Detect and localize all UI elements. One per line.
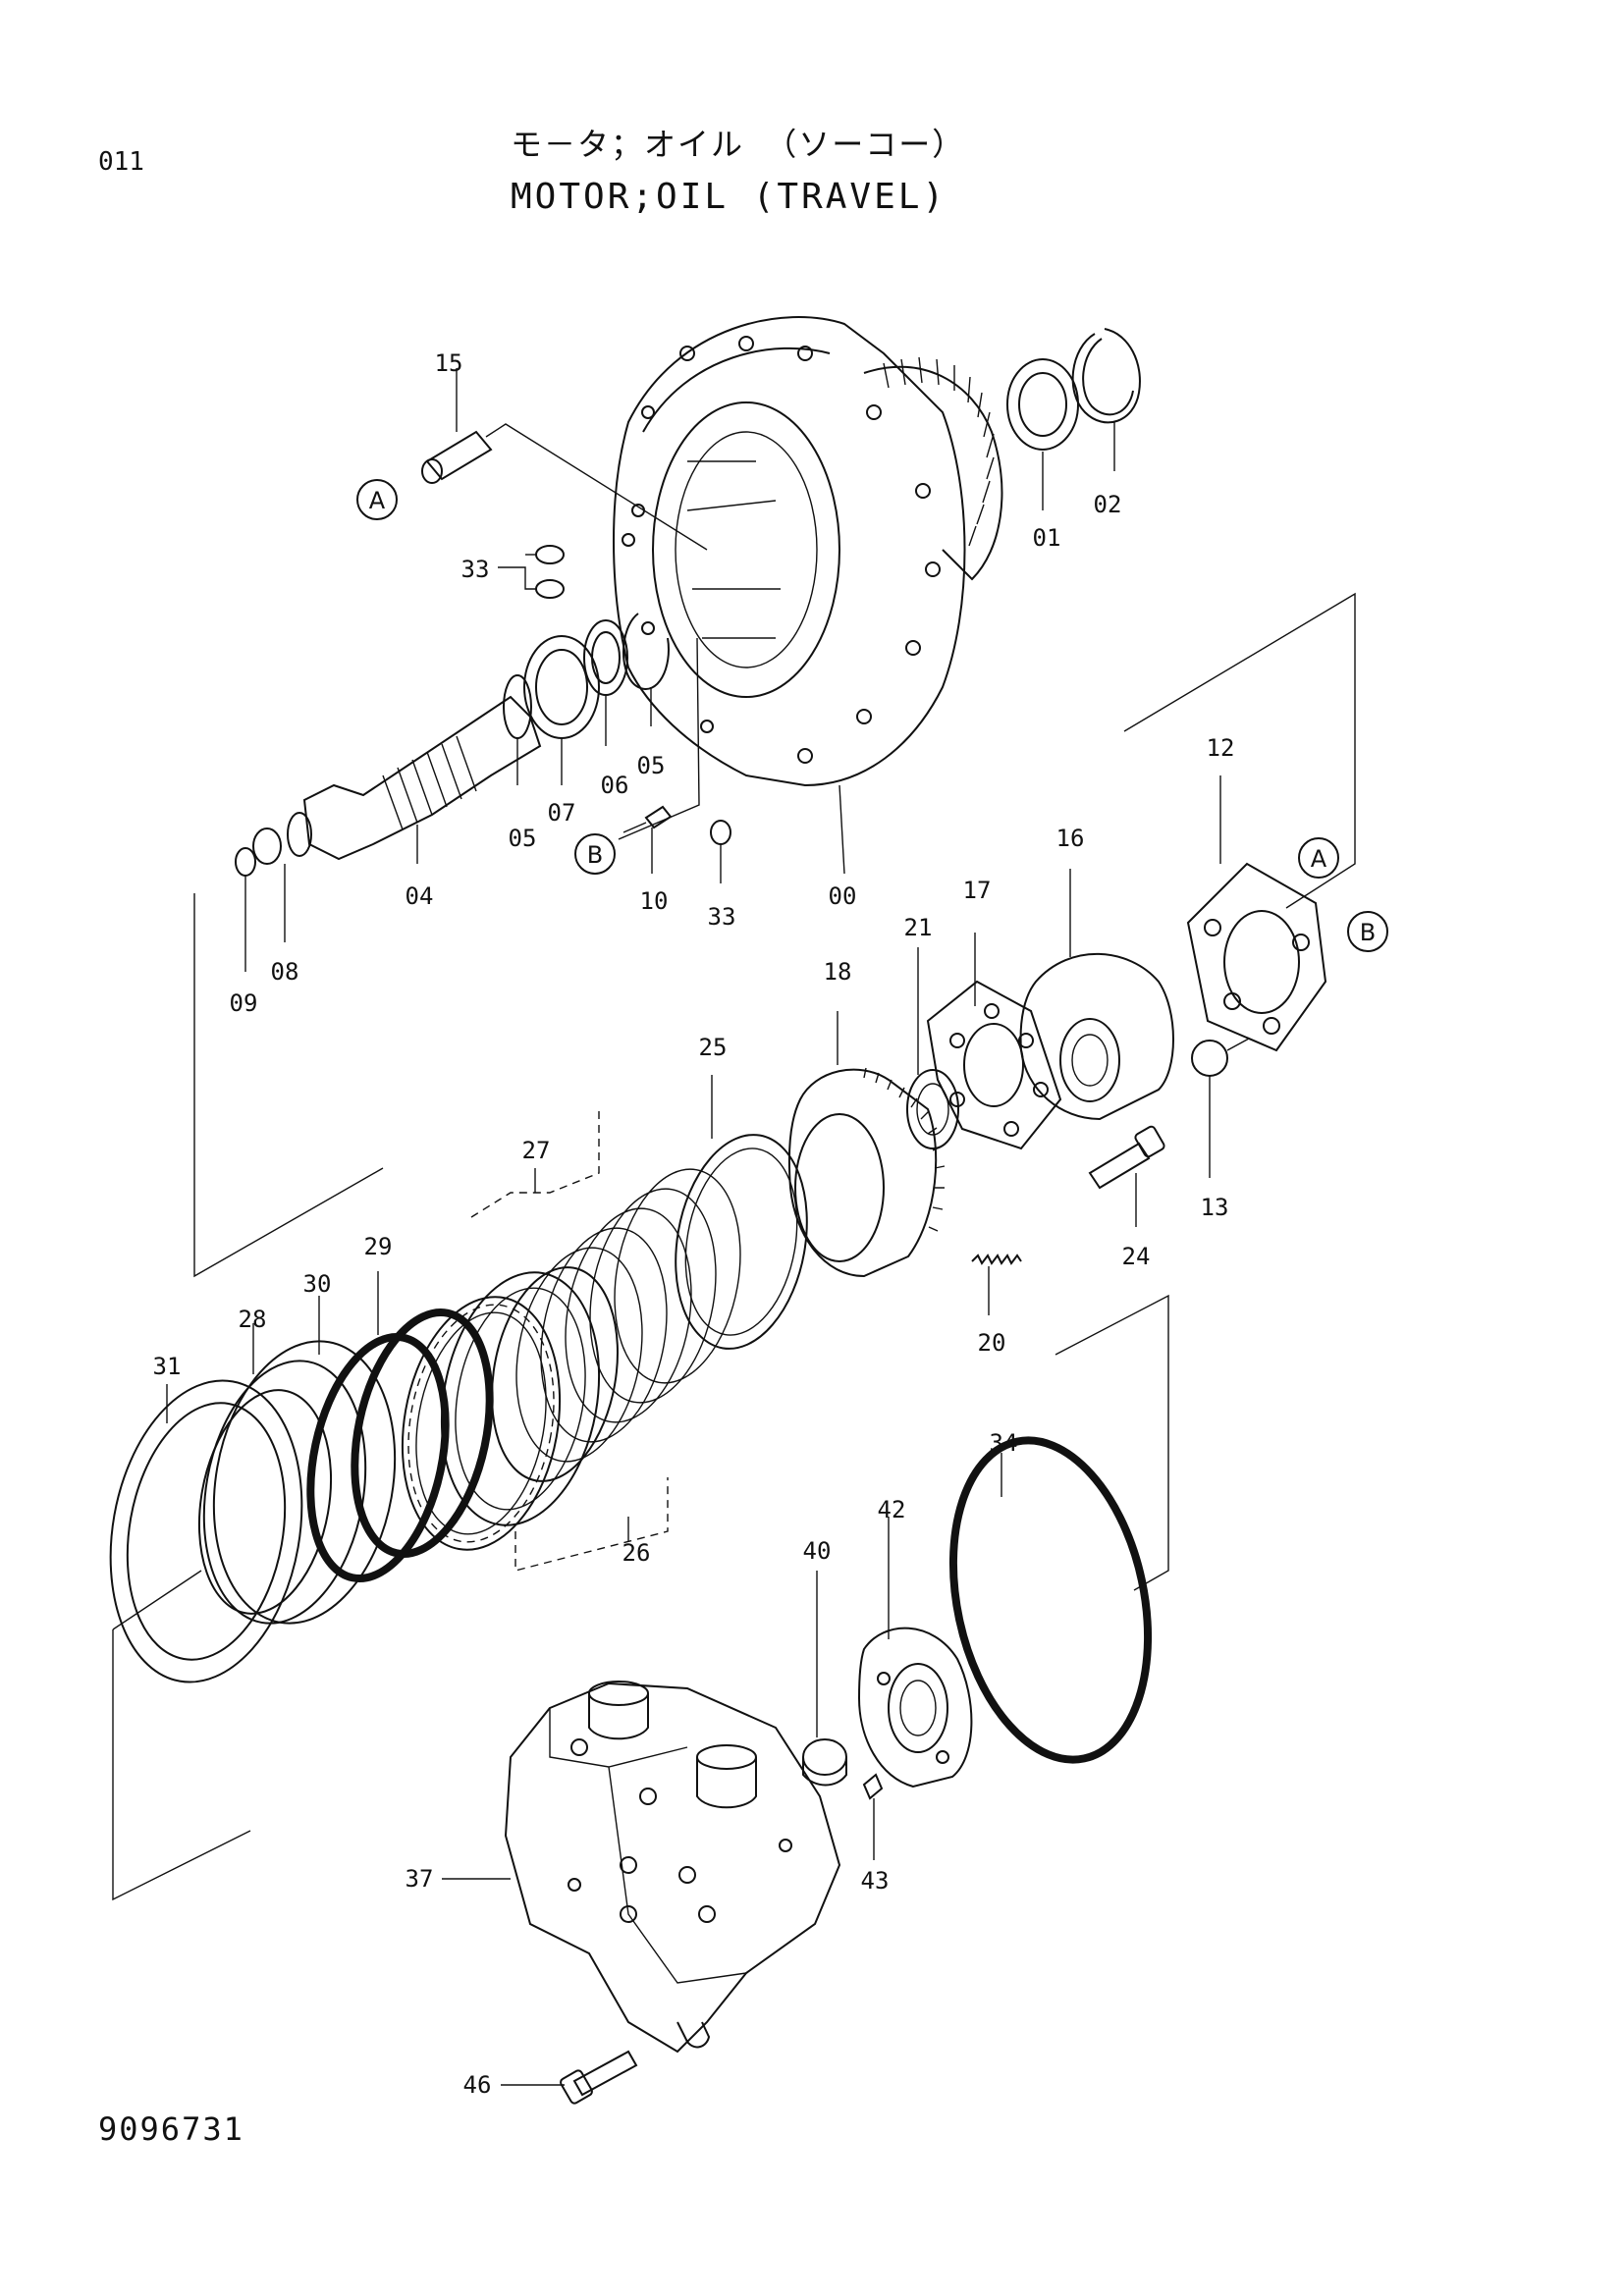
part-housing	[613, 316, 1003, 875]
part-oring-30	[306, 1296, 450, 1583]
part-valve-plate-42	[857, 1517, 973, 1789]
callout-10: 10	[640, 887, 669, 915]
callout-09: 09	[230, 989, 258, 1017]
callout-12: 12	[1207, 734, 1235, 762]
callout-25: 25	[699, 1034, 728, 1061]
part-seal-01	[1006, 358, 1079, 510]
part-pin-24	[1088, 1125, 1165, 1227]
callout-37: 37	[406, 1865, 434, 1893]
callout-00: 00	[829, 882, 857, 910]
part-bolt-46	[501, 2050, 638, 2105]
title-japanese: モ－タ；オイル （ソーコー）	[511, 126, 966, 163]
callout-26: 26	[622, 1539, 651, 1567]
ref-circle-b-right: B	[1347, 911, 1388, 952]
callout-31: 31	[153, 1353, 182, 1380]
callout-28: 28	[239, 1306, 267, 1333]
part-gear-18	[787, 1011, 946, 1278]
callout-16: 16	[1056, 825, 1085, 852]
callout-33-lower: 33	[708, 903, 736, 931]
callout-40: 40	[803, 1537, 832, 1565]
part-oring-34	[948, 1294, 1169, 1764]
callout-06: 06	[601, 772, 629, 799]
part-plug-43	[862, 1773, 884, 1860]
part-ring-05	[503, 613, 670, 785]
callout-18: 18	[824, 958, 852, 986]
part-plate-12	[1186, 775, 1327, 1052]
callout-30: 30	[303, 1270, 332, 1298]
callout-02: 02	[1094, 491, 1122, 518]
callout-21: 21	[904, 914, 933, 941]
callout-05-right: 05	[637, 752, 666, 779]
callout-13: 13	[1201, 1194, 1229, 1221]
part-bearing-07	[523, 635, 600, 785]
ref-label-a-right: A	[1311, 845, 1327, 873]
part-shaft-04	[287, 695, 542, 864]
part-piston-28	[197, 1323, 397, 1625]
callout-labels: 15 01 02 33 06 05 07 05 04 00 10 33 08 0…	[153, 349, 1235, 2099]
part-friction-plates-27	[470, 1109, 741, 1482]
page-code: 011	[98, 147, 144, 177]
callout-29: 29	[364, 1233, 393, 1260]
callout-04: 04	[406, 882, 434, 910]
callout-42: 42	[878, 1496, 906, 1523]
ref-circle-a-right: A	[1298, 837, 1339, 879]
callout-07: 07	[548, 799, 576, 827]
callout-46: 46	[463, 2071, 492, 2099]
part-plate-25	[675, 1075, 808, 1350]
drawing-number: 9096731	[98, 2110, 244, 2148]
part-spring-20	[971, 1254, 1022, 1315]
part-bearing-40	[802, 1571, 847, 1787]
callout-34: 34	[990, 1429, 1018, 1457]
part-ring-21	[906, 947, 959, 1149]
callout-24: 24	[1122, 1243, 1151, 1270]
title-english: MOTOR;OIL (TRAVEL)	[511, 177, 947, 217]
callout-15: 15	[435, 349, 463, 377]
part-block-16	[1019, 869, 1174, 1121]
callout-27: 27	[522, 1137, 551, 1164]
part-pin-15	[421, 368, 708, 551]
part-rings-08-09	[235, 828, 286, 972]
part-ring-31	[109, 1379, 303, 1683]
callout-05-left: 05	[509, 825, 537, 852]
part-ball-13	[1191, 1038, 1250, 1178]
ref-circle-b-left: B	[574, 833, 616, 875]
ref-label-b-left: B	[587, 841, 603, 869]
part-valve-cover-37	[442, 1681, 841, 2054]
callout-43: 43	[861, 1867, 890, 1895]
part-pin-10	[622, 805, 673, 874]
ref-label-a-left: A	[369, 487, 386, 514]
callout-01: 01	[1033, 524, 1061, 552]
part-ring-02	[1071, 328, 1141, 471]
ref-label-b-right: B	[1360, 919, 1376, 946]
callout-33-upper: 33	[461, 556, 490, 583]
part-ring-06	[583, 619, 628, 746]
ref-circle-a-left: A	[356, 479, 398, 520]
callout-20: 20	[978, 1329, 1006, 1357]
part-orings-33	[498, 545, 731, 883]
callout-17: 17	[963, 877, 992, 904]
callout-08: 08	[271, 958, 299, 986]
